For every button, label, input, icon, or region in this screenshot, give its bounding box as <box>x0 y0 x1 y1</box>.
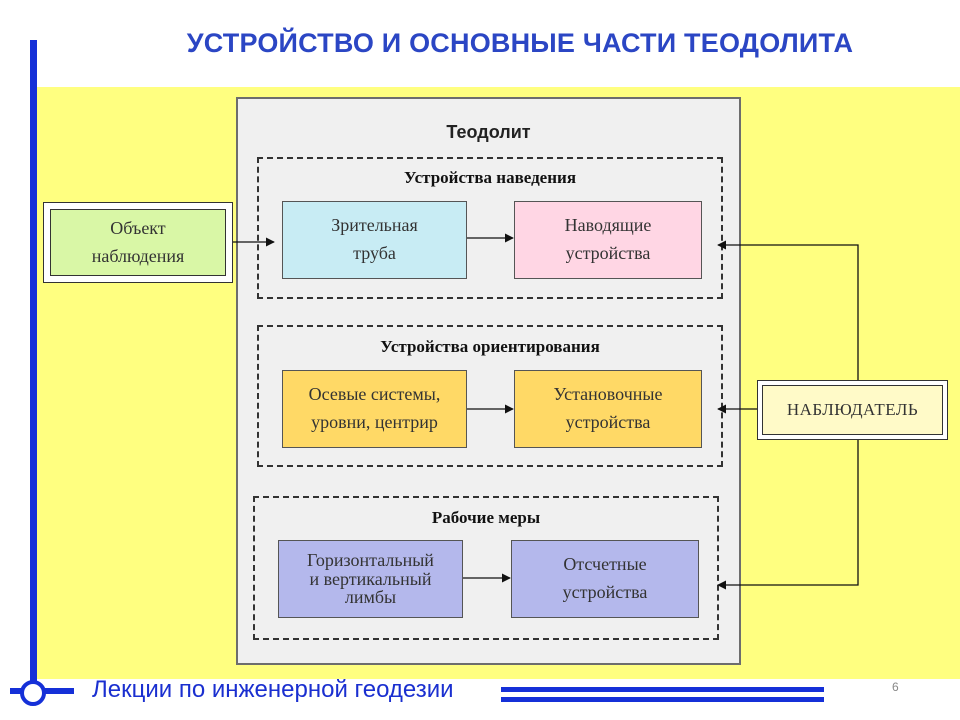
group-aiming <box>257 157 723 299</box>
group-aiming-title: Устройства наведения <box>403 168 577 187</box>
footer-logo-circle-icon <box>20 680 46 706</box>
footer-course-title: Лекции по инженерной геодезии <box>92 676 454 703</box>
footer-divider-top <box>501 687 824 692</box>
arrow-observer-to-tangent <box>717 240 859 380</box>
group-orientation <box>257 325 723 467</box>
slide-title: УСТРОЙСТВО И ОСНОВНЫЕ ЧАСТИ ТЕОДОЛИТА <box>186 28 854 58</box>
arrow-observer-to-reading <box>717 440 859 590</box>
group-working-measures-title: Рабочие меры <box>431 508 541 527</box>
group-orientation-title: Устройства ориентирования <box>380 337 600 356</box>
node-axis-systems: Осевые системы, уровни, центрир <box>282 370 467 448</box>
page-number: 6 <box>892 680 899 694</box>
node-setup-devices: Установочные устройства <box>514 370 702 448</box>
node-observer: НАБЛЮДАТЕЛЬ <box>762 385 943 435</box>
node-reading-devices: Отсчетные устройства <box>511 540 699 618</box>
node-object: Объект наблюдения <box>50 209 226 276</box>
theodolite-title: Теодолит <box>446 122 531 142</box>
footer-divider-bottom <box>501 697 824 702</box>
node-telescope: Зрительная труба <box>282 201 467 279</box>
node-limbs: Горизонтальный и вертикальный лимбы <box>278 540 463 618</box>
node-tangent-screws: Наводящие устройства <box>514 201 702 279</box>
group-working-measures <box>253 496 719 640</box>
left-accent-bar <box>30 40 37 685</box>
